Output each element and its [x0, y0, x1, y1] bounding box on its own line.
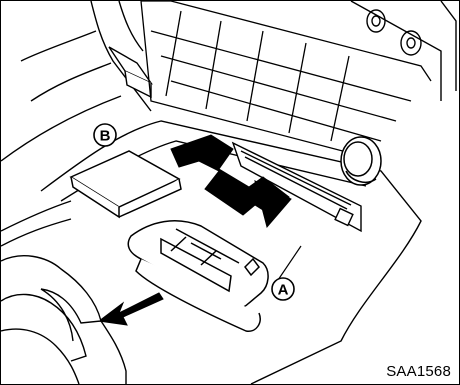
callout-b: B: [94, 124, 116, 146]
volume-knob: [341, 137, 381, 185]
callout-a-label: A: [278, 282, 289, 299]
grille-panel: [141, 1, 431, 161]
callout-a-leader: [276, 246, 301, 283]
sd-card-b: [71, 151, 181, 217]
callout-a: A: [272, 278, 294, 300]
lower-console-edge: [1, 201, 71, 246]
top-knobs: [351, 1, 456, 101]
callout-b-label: B: [100, 128, 111, 145]
card-tray-a: [128, 221, 268, 331]
pull-arrow: [99, 293, 163, 325]
figure-id: SAA1568: [386, 363, 451, 380]
hazard-button: [109, 47, 151, 97]
